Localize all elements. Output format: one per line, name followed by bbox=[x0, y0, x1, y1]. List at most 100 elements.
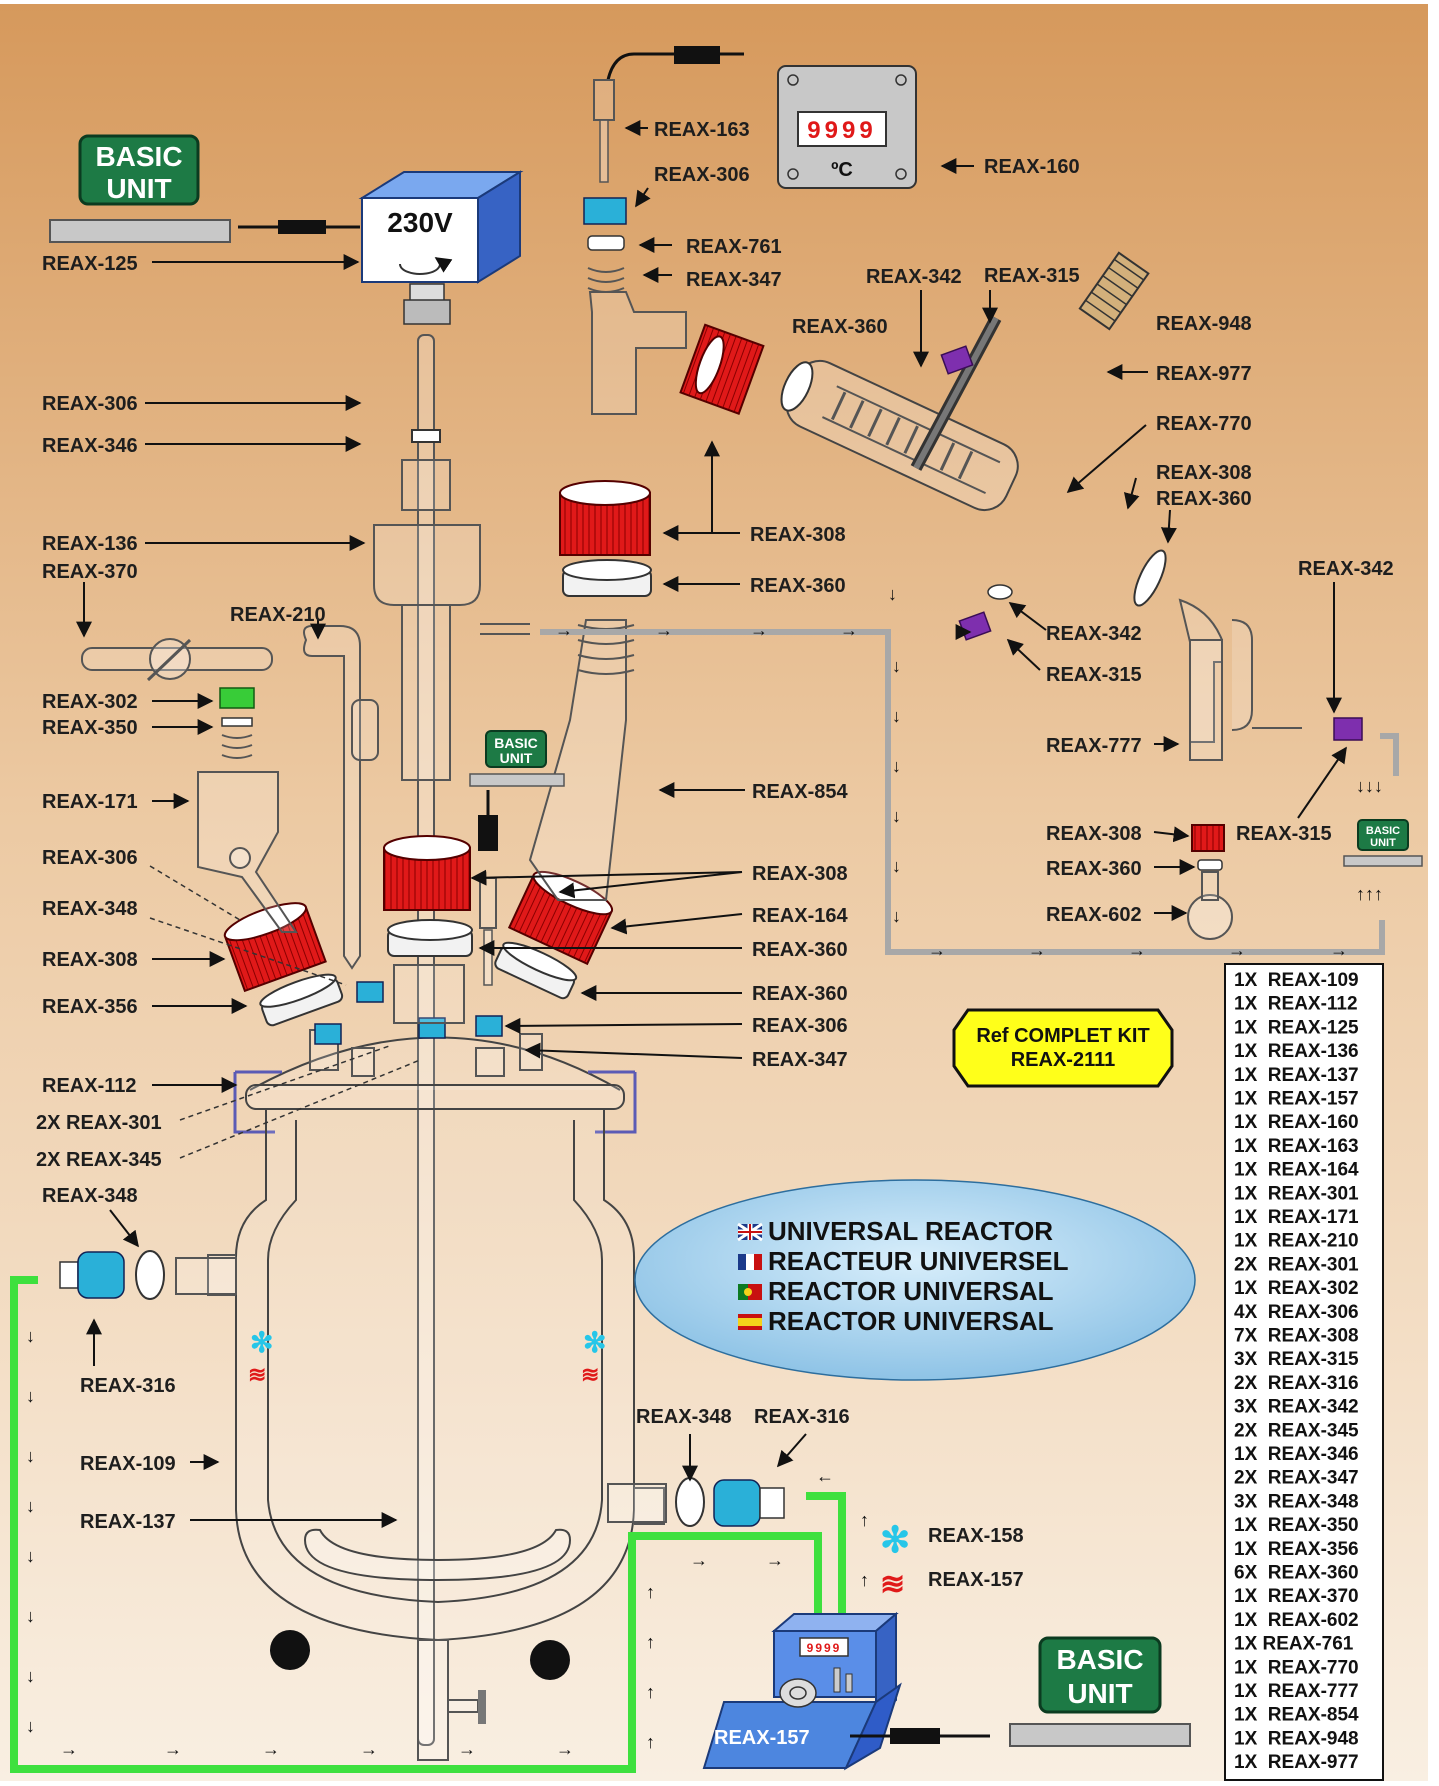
label-reax-306: REAX-306 bbox=[654, 164, 750, 186]
svg-text:UNIT: UNIT bbox=[500, 750, 533, 766]
parts-list-item: 1X REAX-602 bbox=[1234, 1610, 1359, 1631]
central-red-cap bbox=[384, 836, 472, 956]
svg-text:→: → bbox=[928, 940, 946, 960]
title-en: UNIVERSAL REACTOR bbox=[768, 1216, 1053, 1246]
parts-list-item: 1X REAX-346 bbox=[1234, 1444, 1359, 1465]
complete-kit-badge: Ref COMPLET KIT REAX-2111 bbox=[954, 1010, 1172, 1086]
heat-icon: ≋ bbox=[880, 1568, 905, 1601]
svg-text:→: → bbox=[1330, 940, 1348, 960]
parts-list-item: 1X REAX-210 bbox=[1234, 1231, 1359, 1252]
svg-text:↑: ↑ bbox=[646, 1732, 655, 1752]
label-reax-350: REAX-350 bbox=[42, 717, 138, 739]
label-reax-164: REAX-164 bbox=[752, 905, 848, 927]
title-fr: REACTEUR UNIVERSEL bbox=[768, 1246, 1069, 1276]
svg-text:↑: ↑ bbox=[860, 1510, 869, 1530]
parts-list-item: 1X REAX-854 bbox=[1234, 1705, 1359, 1726]
thermometer-unit: ºC bbox=[831, 159, 853, 181]
svg-text:↓: ↓ bbox=[26, 1546, 35, 1566]
label-reax-854: REAX-854 bbox=[752, 781, 848, 803]
label-reax-602: REAX-602 bbox=[1046, 904, 1142, 926]
parts-list-item: 1X REAX-948 bbox=[1234, 1728, 1359, 1749]
kit-line-2: REAX-2111 bbox=[1011, 1049, 1116, 1071]
svg-text:→: → bbox=[690, 1550, 708, 1570]
svg-text:↑: ↑ bbox=[646, 1682, 655, 1702]
svg-text:→: → bbox=[555, 620, 573, 640]
svg-text:↓: ↓ bbox=[892, 656, 901, 676]
svg-text:↓: ↓ bbox=[26, 1446, 35, 1466]
parts-list-item: 1X REAX-125 bbox=[1234, 1017, 1359, 1038]
svg-text:→: → bbox=[458, 1739, 476, 1759]
label-reax-316: REAX-316 bbox=[80, 1375, 176, 1397]
label-reax-948: REAX-948 bbox=[1156, 313, 1252, 335]
uk-flag-icon bbox=[738, 1224, 762, 1240]
svg-text:↓: ↓ bbox=[892, 806, 901, 826]
label-reax-347: REAX-347 bbox=[686, 269, 782, 291]
parts-list-item: 1X REAX-370 bbox=[1234, 1586, 1359, 1607]
parts-list-item: 1X REAX-302 bbox=[1234, 1278, 1359, 1299]
heater-display: 9999 bbox=[807, 1641, 842, 1655]
label-reax-346: REAX-346 bbox=[42, 435, 138, 457]
label-reax-316: REAX-316 bbox=[754, 1406, 850, 1428]
parts-list-item: 1X REAX-109 bbox=[1234, 970, 1359, 991]
svg-text:→: → bbox=[1228, 940, 1246, 960]
svg-text:↓: ↓ bbox=[892, 706, 901, 726]
svg-text:→: → bbox=[360, 1739, 378, 1759]
label-reax-157: REAX-157 bbox=[928, 1569, 1024, 1591]
svg-text:→: → bbox=[556, 1739, 574, 1759]
parts-list-item: 1X REAX-977 bbox=[1234, 1752, 1359, 1773]
svg-text:←: ← bbox=[816, 1466, 834, 1486]
parts-list-item: 1X REAX-164 bbox=[1234, 1160, 1359, 1181]
parts-list-item: 2X REAX-316 bbox=[1234, 1373, 1359, 1394]
parts-list-item: 3X REAX-315 bbox=[1234, 1349, 1359, 1370]
svg-text:↓: ↓ bbox=[888, 584, 897, 604]
svg-text:↓: ↓ bbox=[892, 856, 901, 876]
label-reax-137: REAX-137 bbox=[80, 1511, 176, 1533]
label-reax-306: REAX-306 bbox=[752, 1015, 848, 1037]
parts-list-item: 1X REAX-112 bbox=[1234, 994, 1358, 1015]
label-reax-360: REAX-360 bbox=[752, 939, 848, 961]
svg-text:↓↓↓: ↓↓↓ bbox=[1356, 776, 1383, 796]
pt-flag-icon bbox=[738, 1284, 762, 1300]
basic-unit-text-2: UNIT bbox=[106, 173, 171, 204]
label-reax-306: REAX-306 bbox=[42, 393, 138, 415]
svg-text:→: → bbox=[60, 1739, 78, 1759]
svg-text:→: → bbox=[840, 620, 858, 640]
parts-list-item: 3X REAX-348 bbox=[1234, 1491, 1359, 1512]
heater-label: REAX-157 bbox=[714, 1727, 810, 1749]
parts-list-item: 4X REAX-306 bbox=[1234, 1302, 1359, 1323]
label-reax-301: 2X REAX-301 bbox=[36, 1112, 162, 1134]
parts-list-item: 2X REAX-345 bbox=[1234, 1420, 1359, 1441]
svg-text:UNIT: UNIT bbox=[1370, 837, 1396, 849]
parts-list-item: 2X REAX-347 bbox=[1234, 1468, 1359, 1489]
label-reax-315: REAX-315 bbox=[1236, 823, 1332, 845]
svg-text:↑: ↑ bbox=[860, 1570, 869, 1590]
label-reax-360: REAX-360 bbox=[752, 983, 848, 1005]
label-reax-308: REAX-308 bbox=[752, 863, 848, 885]
parts-list-item: 1X REAX-171 bbox=[1234, 1207, 1359, 1228]
label-reax-356: REAX-356 bbox=[42, 996, 138, 1018]
label-reax-158: REAX-158 bbox=[928, 1525, 1024, 1547]
heat-icon: ≋ bbox=[248, 1362, 266, 1387]
thermometer-display: 9999 bbox=[807, 117, 876, 144]
title-es: REACTOR UNIVERSAL bbox=[768, 1306, 1054, 1336]
parts-list-item: 1X REAX-761 bbox=[1234, 1634, 1354, 1655]
label-reax-136: REAX-136 bbox=[42, 533, 138, 555]
svg-text:↑: ↑ bbox=[646, 1582, 655, 1602]
label-reax-348: REAX-348 bbox=[42, 898, 138, 920]
label-reax-345: 2X REAX-345 bbox=[36, 1149, 162, 1171]
label-reax-360: REAX-360 bbox=[792, 316, 888, 338]
thermometer-160: 9999 ºC bbox=[778, 66, 916, 188]
parts-list-item: 3X REAX-342 bbox=[1234, 1397, 1359, 1418]
svg-text:→: → bbox=[1028, 940, 1046, 960]
svg-text:↓: ↓ bbox=[26, 1326, 35, 1346]
svg-text:↓: ↓ bbox=[892, 756, 901, 776]
svg-text:UNIT: UNIT bbox=[1067, 1678, 1132, 1709]
svg-text:↓: ↓ bbox=[26, 1496, 35, 1516]
svg-text:↓: ↓ bbox=[892, 906, 901, 926]
svg-text:→: → bbox=[655, 620, 673, 640]
parts-list-item: 6X REAX-360 bbox=[1234, 1563, 1359, 1584]
basic-unit-text-1: BASIC bbox=[95, 141, 182, 172]
label-reax-306: REAX-306 bbox=[42, 847, 138, 869]
label-reax-160: REAX-160 bbox=[984, 156, 1080, 178]
